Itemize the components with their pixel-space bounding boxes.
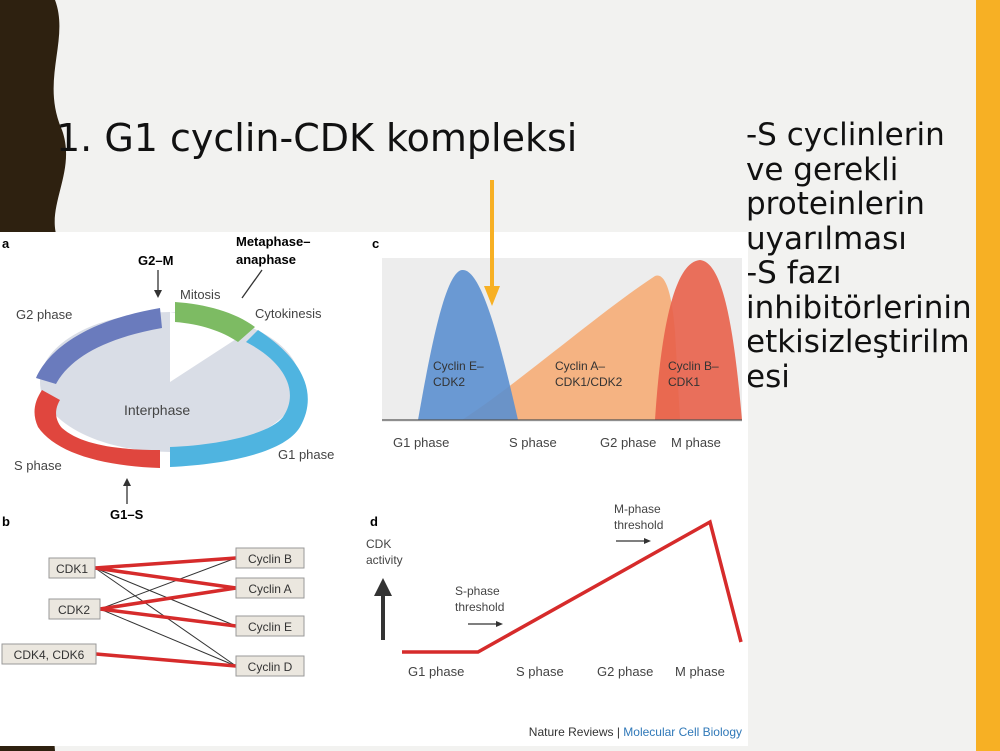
g1s-label: G1–S [110,507,144,522]
phase-tick-label: G2 phase [597,664,653,679]
side-line: etkisizleştirilm [746,324,970,360]
right-accent-bar [976,0,1000,751]
figure-credit: Nature Reviews | Molecular Cell Biology [529,725,742,739]
s-threshold-label: threshold [455,600,504,614]
panel-a-letter: a [2,236,10,251]
phase-tick-label: G1 phase [408,664,464,679]
cyclin-a-curve [462,275,680,420]
cyclin-e-curve [418,269,518,420]
peak-label: Cyclin E– [433,359,484,373]
cdk46-label: CDK4, CDK6 [14,648,85,662]
cdk1-label: CDK1 [56,562,88,576]
cyclin-d-box [235,655,305,677]
cdk-ylabel: CDK [366,537,391,551]
anaphase-label: anaphase [236,252,296,267]
pointer-arrow-icon [484,180,500,306]
metaphase-label: Metaphase– [236,234,310,249]
credit-separator: | [613,725,623,739]
panel-d-letter: d [370,514,378,529]
g1-arrow [170,330,308,467]
peak-label: Cyclin B– [668,359,719,373]
interphase-label: Interphase [124,402,190,418]
m-threshold-label: M-phase [614,502,661,516]
peak-label: CDK1 [668,375,700,389]
phase-tick-label: G1 phase [393,435,449,450]
panel-b-letter: b [2,514,10,529]
g2-arrow [36,308,162,384]
cdk2-label: CDK2 [58,603,90,617]
peak-label: CDK1/CDK2 [555,375,623,389]
side-line: uyarılması [746,220,907,257]
credit-title: Molecular Cell Biology [623,725,742,739]
cdk1-box [48,557,96,579]
g1-phase-label: G1 phase [278,447,334,462]
cdk-cyclin-links [94,556,237,668]
mitosis-arrow [175,302,255,342]
cyclin-d-label: Cyclin D [248,660,293,674]
s-threshold-label: S-phase [455,584,500,598]
side-text: -S cyclinlerin ve gerekli proteinlerin u… [746,118,976,394]
cdk-ylabel: activity [366,553,403,567]
g2m-label: G2–M [138,253,173,268]
cyclin-a-box [235,577,305,599]
cdk-activity-line [402,519,743,654]
g2-phase-label: G2 phase [16,307,72,322]
phase-tick-label: G2 phase [600,435,656,450]
cyclin-a-label: Cyclin A [248,582,291,596]
cytokinesis-label: Cytokinesis [255,306,322,321]
side-line: proteinlerin [746,186,925,222]
cell-cycle-figure: a G2–M Metaphase– anaphase Mitosis Cytok… [0,232,748,746]
side-line: esi [746,358,790,395]
side-line: -S cyclinlerin [746,117,945,153]
side-line: ve gerekli [746,151,899,188]
s-phase-arrow [34,390,160,468]
cdk46-box [1,643,97,665]
phase-tick-label: M phase [671,435,721,450]
side-line: inhibitörlerinin [746,289,972,326]
cyclin-b-box [235,547,305,569]
phase-tick-label: S phase [516,664,564,679]
cyclin-b-curve [655,260,742,420]
cyclin-e-box [235,615,305,637]
phase-tick-label: S phase [509,435,557,450]
cyclin-b-label: Cyclin B [248,552,292,566]
credit-journal: Nature Reviews [529,725,614,739]
phase-tick-label: M phase [675,664,725,679]
mitosis-label: Mitosis [180,287,221,302]
cdk2-box [48,598,101,620]
slide-title: 1. G1 cyclin-CDK kompleksi [56,116,578,160]
side-line: -S fazı [746,255,842,291]
s-phase-label: S phase [14,458,62,473]
peak-label: CDK2 [433,375,465,389]
m-threshold-label: threshold [614,518,663,532]
cyclin-e-label: Cyclin E [248,620,292,634]
peak-label: Cyclin A– [555,359,605,373]
panel-c-letter: c [372,236,379,251]
